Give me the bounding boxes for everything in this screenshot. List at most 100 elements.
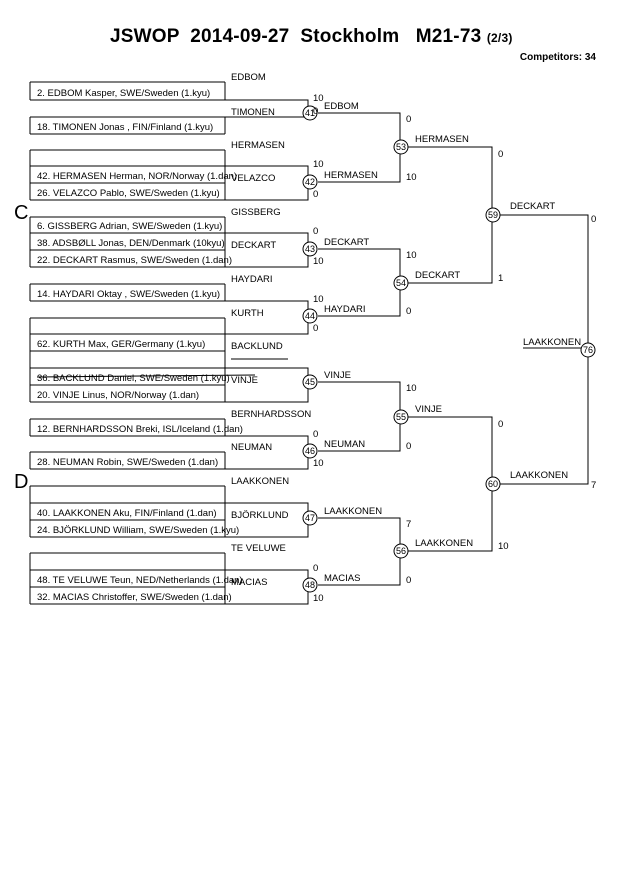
score-top: 0: [498, 149, 503, 160]
competitor-name: 18. TIMONEN Jonas , FIN/Finland (1.kyu): [37, 122, 213, 133]
match-circle: [302, 577, 318, 593]
winner-name: LAAKKONEN: [523, 337, 581, 348]
competitor-name: 32. MACIAS Christoffer, SWE/Sweden (1.da…: [37, 592, 232, 603]
score-top: 0: [313, 563, 318, 574]
competitor-short-name: BERNHARDSSON: [231, 409, 311, 420]
score-top: 0: [591, 214, 596, 225]
strike-line: [36, 374, 256, 378]
score-top: 10: [313, 159, 324, 170]
competitor-name: 14. HAYDARI Oktay , SWE/Sweden (1.kyu): [37, 289, 220, 300]
competitor-name: 24. BJÖRKLUND William, SWE/Sweden (1.kyu…: [37, 525, 239, 536]
score-bottom: 0: [313, 106, 318, 117]
score-top: 10: [313, 294, 324, 305]
winner-name: LAAKKONEN: [415, 538, 473, 549]
match-number: 54: [396, 278, 406, 288]
competitor-short-name: BACKLUND: [231, 341, 283, 352]
score-bottom: 0: [406, 306, 411, 317]
winner-name: NEUMAN: [324, 439, 365, 450]
winner-name: DECKART: [510, 201, 555, 212]
score-bottom: 1: [498, 273, 503, 284]
competitor-short-name: HAYDARI: [231, 274, 273, 285]
match-number: 60: [488, 479, 498, 489]
winner-name: DECKART: [415, 270, 460, 281]
winner-name: EDBOM: [324, 101, 359, 112]
match-number: 46: [305, 446, 315, 456]
title-text: JSWOP 2014-09-27 Stockholm M21-73: [110, 26, 482, 47]
competitor-short-name: TIMONEN: [231, 107, 275, 118]
score-top: 0: [498, 419, 503, 430]
match-circle: [302, 308, 318, 324]
winner-name: LAAKKONEN: [324, 506, 382, 517]
score-bottom: 10: [498, 541, 509, 552]
match-number: 44: [305, 311, 315, 321]
score-top: 10: [406, 383, 417, 394]
match-circle: [302, 374, 318, 390]
score-bottom: 10: [313, 256, 324, 267]
competitor-name: 40. LAAKKONEN Aku, FIN/Finland (1.dan): [37, 508, 217, 519]
score-top: 10: [313, 93, 324, 104]
winner-name: HERMASEN: [415, 134, 469, 145]
match-number: 76: [583, 345, 593, 355]
match-number: 56: [396, 546, 406, 556]
match-number: 48: [305, 580, 315, 590]
score-bottom: 0: [313, 189, 318, 200]
match-circle: [302, 105, 318, 121]
score-bottom: 7: [591, 480, 596, 491]
competitor-name: 36. BACKLUND Daniel, SWE/Sweden (1.kyu): [37, 373, 230, 384]
competitor-short-name: VELAZCO: [231, 173, 275, 184]
competitor-name: 6. GISSBERG Adrian, SWE/Sweden (1.kyu): [37, 221, 222, 232]
competitor-short-name: GISSBERG: [231, 207, 281, 218]
page-indicator: (2/3): [486, 31, 513, 45]
competitor-name: 48. TE VELUWE Teun, NED/Netherlands (1.d…: [37, 575, 243, 586]
page-title: JSWOP 2014-09-27 Stockholm M21-73 (2/3): [110, 26, 513, 48]
winner-name: MACIAS: [324, 573, 360, 584]
match-circle: [580, 342, 596, 358]
competitor-name: 28. NEUMAN Robin, SWE/Sweden (1.dan): [37, 457, 218, 468]
competitor-short-name: MACIAS: [231, 577, 267, 588]
match-circle: [302, 241, 318, 257]
score-bottom: 10: [406, 172, 417, 183]
competitor-short-name: BJÖRKLUND: [231, 510, 289, 521]
winner-name: LAAKKONEN: [510, 470, 568, 481]
match-number: 53: [396, 142, 406, 152]
match-number: 55: [396, 412, 406, 422]
competitor-name: 62. KURTH Max, GER/Germany (1.kyu): [37, 339, 205, 350]
match-number: 59: [488, 210, 498, 220]
score-bottom: 0: [313, 323, 318, 334]
winner-name: VINJE: [324, 370, 351, 381]
competitors-count: Competitors: 34: [519, 52, 596, 63]
competitor-short-name: VINJE: [231, 375, 258, 386]
winner-name: HERMASEN: [324, 170, 378, 181]
competitor-short-name: EDBOM: [231, 72, 266, 83]
competitor-name: 12. BERNHARDSSON Breki, ISL/Iceland (1.d…: [37, 424, 243, 435]
section-label-d: D: [14, 471, 29, 493]
score-top: 0: [406, 114, 411, 125]
competitor-name: 42. HERMASEN Herman, NOR/Norway (1.dan): [37, 171, 237, 182]
score-bottom: 10: [313, 458, 324, 469]
competitor-name: 2. EDBOM Kasper, SWE/Sweden (1.kyu): [37, 88, 210, 99]
competitor-name: 22. DECKART Rasmus, SWE/Sweden (1.dan): [37, 255, 232, 266]
competitor-short-name: HERMASEN: [231, 140, 285, 151]
score-top: 10: [406, 250, 417, 261]
competitor-short-name: KURTH: [231, 308, 264, 319]
match-number: 45: [305, 377, 315, 387]
competitor-short-name: DECKART: [231, 240, 276, 251]
match-circle: [302, 174, 318, 190]
score-top: 0: [313, 429, 318, 440]
competitor-name: 38. ADSBØLL Jonas, DEN/Denmark (10kyu): [37, 238, 225, 249]
winner-name: HAYDARI: [324, 304, 366, 315]
winner-name: DECKART: [324, 237, 369, 248]
match-number: 42: [305, 177, 315, 187]
competitor-short-name: LAAKKONEN: [231, 476, 289, 487]
match-circle: [302, 443, 318, 459]
section-label-c: C: [14, 202, 29, 224]
competitor-short-name: NEUMAN: [231, 442, 272, 453]
competitor-short-name: TE VELUWE: [231, 543, 286, 554]
match-number: 47: [305, 513, 315, 523]
score-bottom: 0: [406, 575, 411, 586]
score-top: 7: [406, 519, 411, 530]
winner-name: VINJE: [415, 404, 442, 415]
match-number: 41: [305, 108, 315, 118]
competitor-name: 20. VINJE Linus, NOR/Norway (1.dan): [37, 390, 199, 401]
